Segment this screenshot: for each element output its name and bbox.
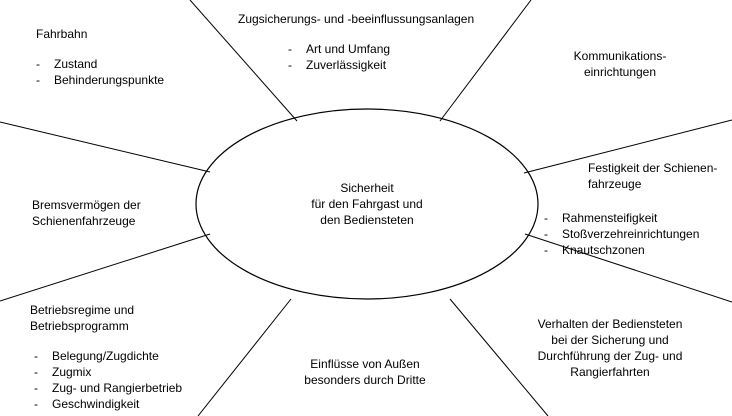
center-line: für den Fahrgast und	[311, 197, 423, 211]
factor-item: Geschwindigkeit	[30, 396, 182, 412]
center-ellipse	[195, 108, 539, 300]
factor-title: Durchführung der Zug- und	[537, 349, 683, 363]
factor-festigkeit: Festigkeit der Schienen- fahrzeuge Rahme…	[540, 160, 717, 258]
divider-line	[523, 119, 732, 174]
divider-line	[449, 298, 549, 416]
factor-item: Zuverlässigkeit	[284, 57, 474, 73]
factor-item: Zugmix	[30, 364, 182, 380]
factor-title: Betriebsprogramm	[30, 319, 129, 333]
factor-title: Fahrbahn	[36, 27, 88, 41]
factor-title: fahrzeuge	[588, 177, 642, 191]
factor-kommunikation: Kommunikations- einrichtungen	[560, 48, 680, 80]
factor-fahrbahn: Fahrbahn Zustand Behinderungspunkte	[36, 26, 164, 88]
center-label: Sicherheit für den Fahrgast und den Bedi…	[287, 180, 447, 228]
divider-line	[197, 298, 292, 416]
factor-title: Einflüsse von Außen	[310, 357, 420, 371]
factor-verhalten: Verhalten der Bediensteten bei der Siche…	[525, 316, 695, 380]
divider-line	[0, 121, 211, 173]
center-line: Sicherheit	[340, 181, 394, 195]
factor-title: Verhalten der Bediensteten	[537, 317, 683, 331]
factor-title: Kommunikations-	[573, 49, 667, 63]
factor-title: bei der Sicherung und	[551, 333, 669, 347]
factor-item: Zug- und Rangierbetrieb	[30, 380, 182, 396]
factor-item: Knautschzonen	[540, 242, 717, 258]
factor-item: Belegung/Zugdichte	[30, 348, 182, 364]
factor-item: Stoßverzehreinrichtungen	[540, 226, 717, 242]
factor-title: Schienenfahrzeuge	[32, 214, 136, 228]
factor-title: Rangierfahrten	[570, 365, 650, 379]
factor-title: Bremsvermögen der	[32, 198, 141, 212]
factor-item: Zustand	[32, 56, 164, 72]
factor-title: besonders durch Dritte	[304, 373, 426, 387]
factor-einfluesse: Einflüsse von Außen besonders durch Drit…	[295, 356, 435, 388]
factor-zugsicherung: Zugsicherungs- und -beeinflussungsanlage…	[238, 11, 474, 73]
factor-title: Festigkeit der Schienen-	[588, 161, 718, 175]
factor-item: Behinderungspunkte	[32, 72, 164, 88]
factor-title: einrichtungen	[583, 65, 657, 79]
factor-betriebsregime: Betriebsregime und Betriebsprogramm Bele…	[30, 302, 182, 412]
factor-title: Betriebsregime und	[30, 303, 135, 317]
divider-line	[189, 0, 298, 122]
factor-item: Art und Umfang	[284, 41, 474, 57]
factor-item: Rahmensteifigkeit	[540, 210, 717, 226]
center-line: den Bediensteten	[320, 213, 414, 227]
factor-title: Zugsicherungs- und -beeinflussungsanlage…	[238, 12, 475, 26]
factor-bremsvermoegen: Bremsvermögen der Schienenfahrzeuge	[32, 197, 141, 229]
divider-line	[0, 233, 211, 302]
divider-line	[439, 0, 532, 122]
